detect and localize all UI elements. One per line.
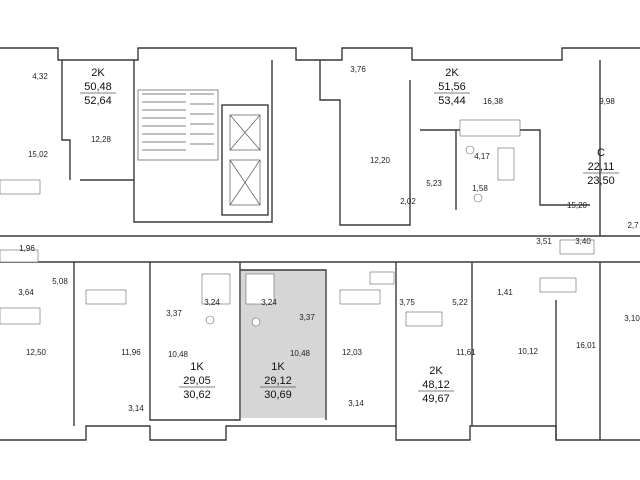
room-area: 15,02 bbox=[28, 150, 49, 159]
unit-1-type: 2K bbox=[91, 67, 105, 79]
room-area: 3,10 bbox=[624, 314, 640, 323]
unit-1-living: 50,48 bbox=[84, 81, 112, 93]
room-area: 3,76 bbox=[350, 65, 366, 74]
room-area: 12,50 bbox=[26, 348, 47, 357]
room-area: 1,41 bbox=[497, 288, 513, 297]
unit-3-type: C bbox=[597, 147, 605, 159]
room-area: 9,98 bbox=[599, 97, 615, 106]
room-area: 1,96 bbox=[19, 244, 35, 253]
room-area: 2,7 bbox=[627, 221, 639, 230]
room-area: 11,61 bbox=[456, 348, 476, 357]
unit-2-type: 2K bbox=[445, 67, 459, 79]
stairs bbox=[142, 93, 214, 151]
room-area: 4,32 bbox=[32, 72, 48, 81]
unit-6-total: 49,67 bbox=[422, 393, 450, 405]
apartment-labels: 2K 50,48 52,64 2K 51,56 53,44 C 22,11 23… bbox=[80, 67, 619, 405]
room-area: 15,20 bbox=[567, 201, 588, 210]
elevator-shafts bbox=[229, 114, 261, 206]
room-area: 3,37 bbox=[299, 313, 315, 322]
room-area: 12,28 bbox=[91, 135, 112, 144]
room-area: 12,03 bbox=[342, 348, 363, 357]
room-area: 5,08 bbox=[52, 277, 68, 286]
unit-4-living: 29,05 bbox=[183, 375, 211, 387]
room-area: 3,24 bbox=[261, 298, 277, 307]
room-area: 10,48 bbox=[290, 349, 311, 358]
room-area: 3,24 bbox=[204, 298, 220, 307]
room-area: 2,02 bbox=[400, 197, 416, 206]
unit-6-living: 48,12 bbox=[422, 379, 450, 391]
room-area: 1,58 bbox=[472, 184, 488, 193]
room-area: 4,17 bbox=[474, 152, 490, 161]
room-area: 5,22 bbox=[452, 298, 468, 307]
room-area: 10,48 bbox=[168, 350, 189, 359]
interior-walls bbox=[61, 60, 601, 440]
outer-walls bbox=[0, 47, 640, 441]
room-area: 11,96 bbox=[121, 348, 141, 357]
unit-3-living: 22,11 bbox=[588, 161, 615, 173]
unit-5-total: 30,69 bbox=[264, 389, 292, 401]
room-area: 5,23 bbox=[426, 179, 442, 188]
unit-2-living: 51,56 bbox=[438, 81, 466, 93]
room-area: 12,20 bbox=[370, 156, 391, 165]
unit-1-total: 52,64 bbox=[84, 95, 112, 107]
unit-5-living: 29,12 bbox=[264, 375, 292, 387]
room-area-labels: 4,32 12,28 15,02 1,96 5,08 3,64 12,50 3,… bbox=[18, 65, 640, 413]
room-area: 3,14 bbox=[348, 399, 364, 408]
room-area: 3,40 bbox=[575, 237, 591, 246]
unit-2-total: 53,44 bbox=[438, 95, 466, 107]
room-area: 3,64 bbox=[18, 288, 34, 297]
unit-4-type: 1K bbox=[190, 361, 204, 373]
unit-6-type: 2K bbox=[429, 365, 443, 377]
unit-5-type: 1K bbox=[271, 361, 285, 373]
room-area: 3,51 bbox=[536, 237, 552, 246]
room-area: 16,38 bbox=[483, 97, 504, 106]
unit-4-total: 30,62 bbox=[183, 389, 211, 401]
room-area: 16,01 bbox=[576, 341, 597, 350]
room-area: 3,14 bbox=[128, 404, 144, 413]
unit-3-total: 23,50 bbox=[587, 175, 615, 187]
room-area: 10,12 bbox=[518, 347, 539, 356]
room-area: 3,37 bbox=[166, 309, 182, 318]
room-area: 3,75 bbox=[399, 298, 415, 307]
bathroom-fixtures bbox=[0, 119, 595, 327]
